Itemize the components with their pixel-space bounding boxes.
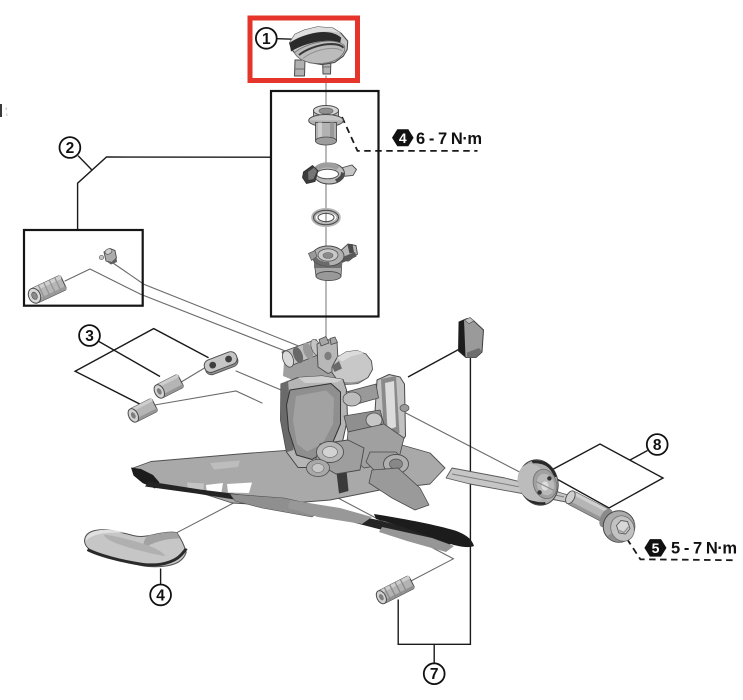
svg-text:4: 4: [399, 130, 407, 146]
svg-text:8: 8: [653, 437, 662, 454]
svg-text:4: 4: [156, 587, 165, 604]
svg-text:7: 7: [430, 666, 439, 683]
svg-text:3: 3: [85, 328, 94, 345]
svg-text:5 - 7 N·m: 5 - 7 N·m: [671, 540, 737, 558]
svg-text:6 - 7 N·m: 6 - 7 N·m: [416, 130, 482, 148]
svg-text:2: 2: [66, 140, 75, 157]
svg-text:1: 1: [262, 31, 271, 48]
svg-text:5: 5: [652, 540, 660, 556]
